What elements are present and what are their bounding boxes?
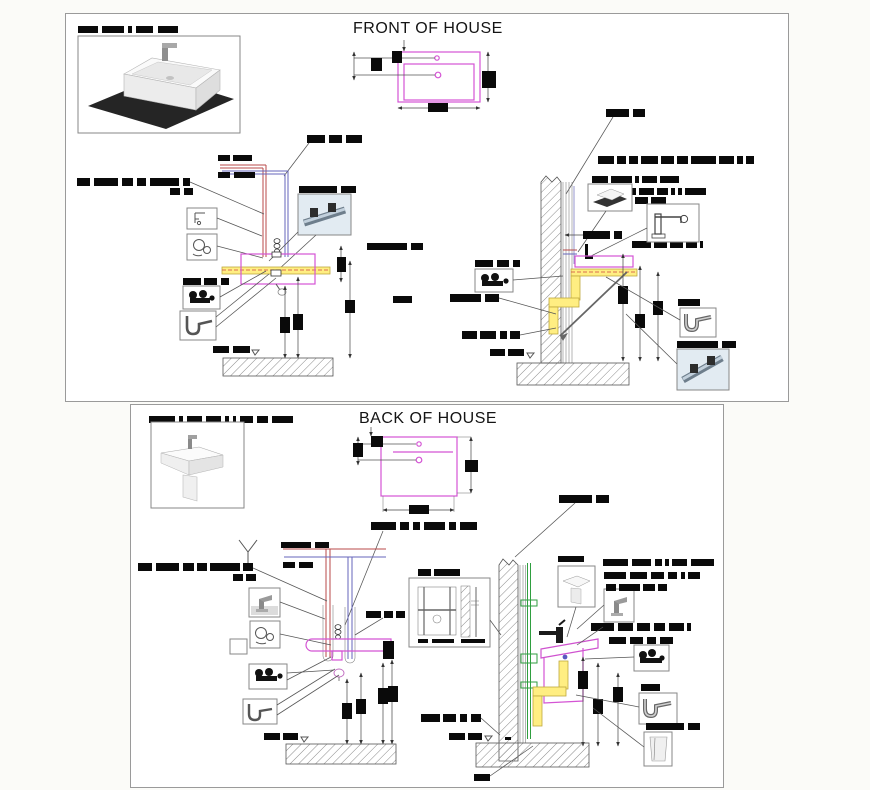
chrome-trap-photo [605, 276, 717, 338]
drain-pipe [532, 660, 569, 727]
bottle-trap-icon [179, 273, 277, 341]
cold-water-pipes [284, 556, 386, 659]
dimension-lines [280, 243, 423, 359]
floor-section [264, 733, 397, 765]
front-of-house-panel: FRONT OF HOUSE [65, 13, 789, 402]
hot-water-pipes [283, 548, 386, 657]
redacted-label [149, 416, 293, 423]
back-detail-drawing [138, 416, 714, 781]
front-panel-title: FRONT OF HOUSE [353, 20, 503, 37]
semi-pedestal-basin-photo [150, 421, 245, 509]
supply-tails [322, 605, 356, 664]
countertop-basin-photo [77, 35, 241, 134]
dimension-lines [342, 641, 398, 745]
angle-valves-photo [584, 644, 670, 672]
angle-valves-photo [248, 656, 335, 690]
drain-pipe [548, 275, 581, 335]
dimension-lines [564, 231, 622, 259]
callout-box [229, 638, 248, 655]
redacted-label [138, 542, 329, 602]
carrier-frame-detail-drawing [408, 569, 502, 648]
supply-elbow-icon [186, 207, 263, 237]
mixer-valve-icon [186, 233, 264, 261]
wall-support-bar-photo [625, 313, 736, 391]
angle-valves-photo [474, 260, 564, 293]
basin-section [305, 638, 392, 681]
pedestal-column-photo [592, 707, 700, 767]
redacted-dimension [371, 51, 496, 112]
basin-front-elevation [352, 40, 496, 112]
hot-water-pipes [220, 164, 267, 257]
angle-valves-photo [182, 270, 267, 310]
floor-section [516, 362, 630, 386]
basin-back-elevation [353, 427, 478, 514]
floor-section [449, 733, 590, 768]
basin-mixer-photo [576, 588, 635, 630]
dimension-lines [618, 253, 663, 362]
redacted-label [421, 714, 534, 781]
vent-symbol [238, 539, 258, 563]
wall-support-bar-photo [268, 186, 356, 271]
mixer-valve-icon [249, 620, 332, 649]
bottle-trap-icon [242, 668, 340, 725]
redacted-label [77, 178, 265, 215]
redacted-label [283, 135, 362, 177]
redacted-label [218, 155, 255, 178]
front-detail-drawing [77, 26, 754, 391]
floor-section [213, 346, 334, 377]
redacted-label [514, 495, 609, 558]
redacted-label [78, 26, 178, 33]
wall-section [540, 175, 575, 364]
carrier-frame [505, 563, 538, 740]
dimension-lines [578, 656, 623, 747]
redacted-label [344, 522, 477, 626]
redacted-label [450, 294, 557, 359]
back-panel-title: BACK OF HOUSE [359, 410, 498, 427]
redacted-label [576, 559, 714, 646]
back-of-house-panel: BACK OF HOUSE [130, 404, 724, 788]
wall-faucet-icon [588, 203, 700, 258]
redacted-dimension [353, 436, 478, 514]
semi-pedestal-basin-photo [557, 556, 596, 638]
basin-mixer-photo [248, 587, 326, 620]
countertop-basin-angled-photo [577, 183, 633, 253]
redacted-label [354, 611, 405, 636]
wall-section [498, 558, 526, 762]
chrome-trap-photo [575, 684, 678, 725]
